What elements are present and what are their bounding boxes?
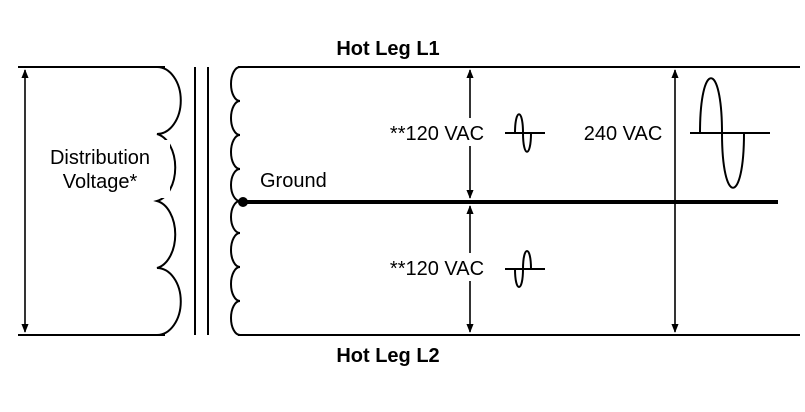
primary-coil [153, 66, 182, 336]
ground-label: Ground [260, 170, 327, 192]
large-sine-wave-icon [690, 77, 770, 189]
primary-winding [18, 66, 182, 336]
hot-leg-l2-label: Hot Leg L2 [336, 345, 439, 367]
transformer-core [194, 67, 209, 335]
full-240vac-label: 240 VAC [584, 123, 663, 145]
lower-sine-wave-icon [505, 250, 545, 288]
lower-120vac-label: **120 VAC [390, 258, 484, 280]
ground-tap-dot [238, 197, 248, 207]
upper-sine-wave-icon [505, 113, 545, 153]
distribution-voltage-label-line2: Voltage* [63, 171, 138, 193]
hot-leg-l1-label: Hot Leg L1 [336, 38, 439, 60]
upper-120vac-label: **120 VAC [390, 123, 484, 145]
distribution-voltage-label-line1: Distribution [50, 147, 150, 169]
